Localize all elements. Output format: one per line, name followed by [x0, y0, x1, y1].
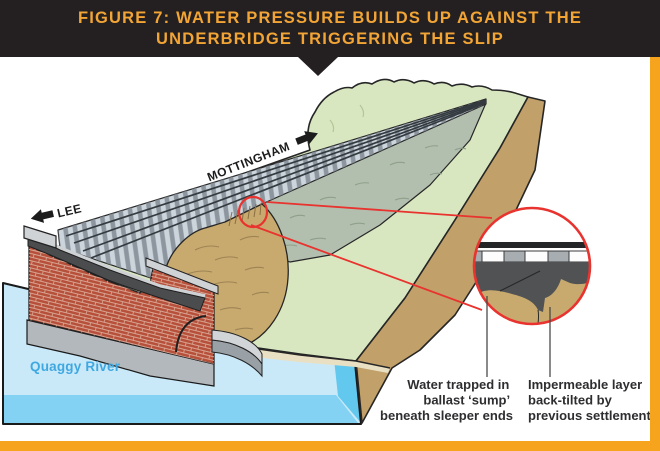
orange-border-right [650, 57, 660, 451]
lens-sleepers [475, 250, 589, 263]
left-coping [23, 225, 57, 249]
slip-highlight [237, 195, 493, 311]
parapet-coping [145, 257, 219, 295]
orange-border-bottom [0, 441, 660, 451]
right-arrow-icon [295, 131, 318, 145]
lens-rail [475, 242, 589, 248]
ballast-walkway [27, 233, 206, 312]
direction-label-lee: LEE [30, 201, 83, 223]
railway-track [57, 98, 487, 297]
figure-title-line2: UNDERBRIDGE TRIGGERING THE SLIP [156, 29, 504, 48]
left-arrow-icon [30, 209, 54, 223]
wing-wall [211, 329, 263, 378]
lee-label: LEE [56, 201, 83, 220]
lens-ring [472, 206, 592, 326]
lens-ballast-sump [475, 262, 589, 312]
rails [65, 99, 487, 259]
caption-leader-lines [486, 296, 551, 377]
bridge-abutment [23, 225, 263, 387]
magnifier-lens [472, 206, 592, 377]
banner-pointer-icon [298, 57, 338, 76]
figure-title-banner: FIGURE 7: WATER PRESSURE BUILDS UP AGAIN… [0, 0, 660, 57]
river-label: Quaggy River [30, 359, 121, 374]
caption-impermeable-layer: Impermeable layer back-tilted by previou… [528, 377, 651, 423]
highlight-circle [237, 195, 269, 229]
arch-line [175, 315, 207, 353]
caption-water-trapped: Water trapped in ballast ‘sump’ beneath … [380, 377, 513, 423]
ground-cut-face [355, 96, 546, 424]
figure-title-line1: FIGURE 7: WATER PRESSURE BUILDS UP AGAIN… [77, 8, 583, 27]
